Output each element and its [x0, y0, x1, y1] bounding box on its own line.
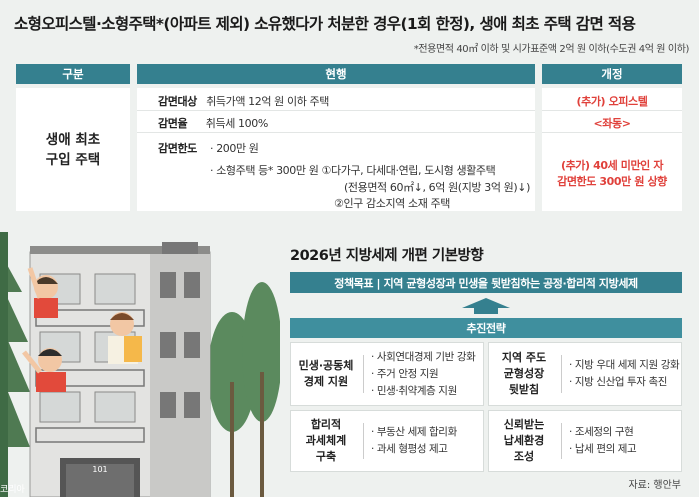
row-limit-key: 감면한도	[158, 140, 197, 156]
person-top-left	[27, 267, 58, 318]
header-current: 현행	[137, 64, 535, 84]
person-lower-left	[22, 348, 66, 392]
row-value: 취득세 100%	[205, 117, 269, 130]
revision-limit-line-2: 감면한도 300만 원 상향	[557, 175, 667, 188]
category-line-1: 생애 최초	[45, 131, 101, 148]
revision-limit: (추가) 40세 미만인 자 감면한도 300만 원 상향	[542, 158, 682, 190]
row-divider	[542, 110, 682, 111]
box-title: 과세체계	[305, 434, 347, 447]
strategy-box-3: 합리적 과세체계 구축 · 부동산 세제 합리화 · 과세 형평성 제고	[290, 410, 484, 472]
box-item: · 민생·취약계층 지원	[371, 384, 457, 397]
box-title: 합리적	[310, 418, 342, 431]
box-title: 균형성장	[503, 367, 545, 380]
building-number: 101	[92, 465, 107, 474]
limit-line-1: · 200만 원	[210, 142, 259, 155]
limit-line-3: (전용면적 60㎡↓, 6억 원(지방 3억 원)↓)	[344, 181, 530, 194]
box-title: 지역 주도	[501, 351, 547, 364]
person-middle-right	[108, 312, 142, 364]
header-revision: 개정	[542, 64, 682, 84]
tree-left	[0, 232, 30, 497]
divider	[363, 423, 364, 459]
revision-limit-line-1: (추가) 40세 미만인 자	[560, 159, 664, 172]
row-key: 감면율	[158, 117, 188, 130]
row-key: 감면대상	[158, 95, 197, 108]
row-value: 취득가액 12억 원 이하 주택	[206, 95, 329, 108]
row-divider	[542, 132, 682, 133]
box-item: · 부동산 세제 합리화	[371, 426, 457, 438]
category-cell	[16, 88, 130, 211]
strategy-box-1: 민생·공동체 경제 지원 · 사회연대경제 기반 강화 · 주거 안정 지원 ·…	[290, 342, 484, 406]
box-title: 신뢰받는	[503, 418, 545, 431]
revision-target: (추가) 오피스텔	[576, 95, 648, 108]
box-title: 뒷받침	[508, 383, 540, 396]
limit-line-4: ②인구 감소지역 소재 주택	[334, 197, 450, 210]
box-item: · 지방 신산업 투자 촉진	[569, 376, 668, 388]
box-title: 경제 지원	[303, 375, 349, 388]
page-title: 소형오피스텔·소형주택*(아파트 제외) 소유했다가 처분한 경우(1회 한정)…	[14, 15, 636, 33]
box-title: 조성	[513, 450, 535, 463]
strategy-bar: 추진전략	[290, 318, 682, 338]
row-target: 감면대상 취득가액 12억 원 이하 주택	[158, 93, 329, 109]
box-item: · 지방 우대 세제 지원 강화	[569, 359, 680, 371]
arrow-up-icon	[462, 298, 510, 314]
box-item: · 조세정의 구현	[569, 426, 634, 438]
box-title: 구축	[315, 450, 337, 463]
header-category: 구분	[16, 64, 130, 84]
divider	[561, 423, 562, 459]
box-item: · 주거 안정 지원	[371, 367, 439, 380]
row-rate: 감면율 취득세 100%	[158, 115, 268, 131]
row-divider	[137, 132, 535, 133]
divider	[363, 355, 364, 393]
policy-goal-bar: 정책목표 | 지역 균형성장과 민생을 뒷받침하는 공정·합리적 지방세제	[290, 272, 682, 293]
box-item: · 과세 형평성 제고	[371, 443, 448, 455]
revision-rate: <좌동>	[593, 117, 631, 130]
strategy-box-4: 신뢰받는 납세환경 조성 · 조세정의 구현 · 납세 편의 제고	[488, 410, 682, 472]
box-title: 납세환경	[503, 434, 545, 447]
category-label: 생애 최초 구입 주택	[16, 92, 130, 207]
strategy-box-2: 지역 주도 균형성장 뒷받침 · 지방 우대 세제 지원 강화 · 지방 신산업…	[488, 342, 682, 406]
image-credit: 코리아	[0, 485, 25, 495]
plan-title: 2026년 지방세제 개편 기본방향	[290, 248, 484, 264]
divider	[561, 355, 562, 393]
box-item: · 납세 편의 제고	[569, 443, 637, 455]
box-item: · 사회연대경제 기반 강화	[371, 350, 476, 363]
footnote: *전용면적 40㎡ 이하 및 시가표준액 2억 원 이하(수도권 4억 원 이하…	[413, 44, 690, 55]
limit-line-2: · 소형주택 등* 300만 원 ①다가구, 다세대·연립, 도시형 생활주택	[210, 164, 496, 177]
apartment-illustration: 101	[0, 232, 280, 497]
box-title: 민생·공동체	[298, 359, 354, 372]
revision-cell	[542, 88, 682, 211]
category-line-2: 구입 주택	[45, 151, 101, 168]
source-note: 자료: 행안부	[628, 480, 681, 491]
tree-right	[208, 282, 280, 497]
row-key: 감면한도	[158, 142, 197, 155]
current-cell	[137, 88, 535, 211]
row-divider	[137, 110, 535, 111]
